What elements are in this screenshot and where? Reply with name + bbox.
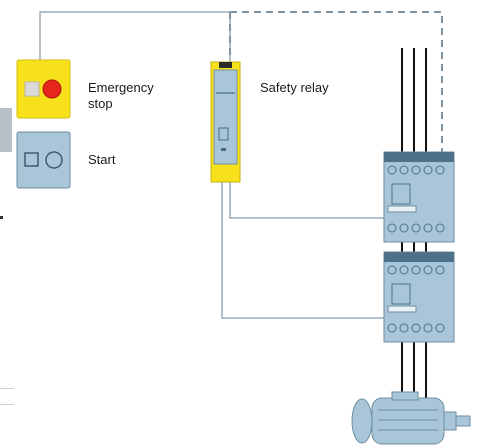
contactor-icon (383, 251, 455, 343)
start-button-icon (16, 131, 71, 189)
left-side-tab (0, 108, 12, 152)
left-divider-bottom (0, 404, 14, 405)
safety-relay-icon (210, 61, 241, 183)
contactor-icon (383, 151, 455, 243)
left-dot-mark (0, 216, 3, 219)
emergency-stop-label-line2: stop (88, 96, 113, 111)
start-label: Start (88, 152, 116, 167)
emergency-stop-button-icon (16, 59, 71, 119)
feedback-wiring (229, 11, 443, 152)
motor-icon (351, 391, 471, 445)
emergency-stop-label-line1: Emergency (88, 80, 154, 95)
left-divider-top (0, 388, 14, 389)
safety-relay-label: Safety relay (260, 80, 329, 95)
emergency-stop-label: Emergency stop (88, 80, 154, 112)
